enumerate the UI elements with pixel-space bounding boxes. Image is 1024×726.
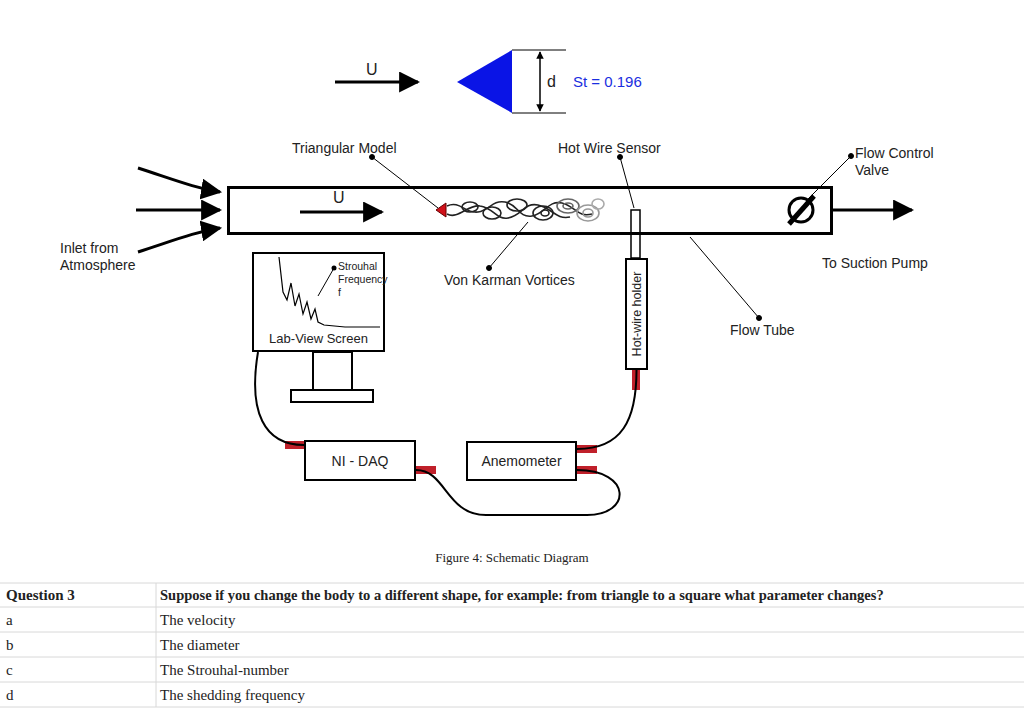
- velocity-symbol: U: [366, 61, 378, 78]
- daq-box: NI - DAQ: [304, 440, 416, 481]
- option-text: The Strouhal-number: [160, 661, 289, 679]
- option-text: The velocity: [160, 611, 235, 629]
- flow-control-valve: [789, 196, 814, 224]
- dimension-tick: [512, 50, 566, 51]
- table-header: Suppose if you change the body to a diff…: [160, 586, 1022, 604]
- dimension-tick: [512, 113, 566, 114]
- option-letter: b: [6, 636, 14, 654]
- node-text: NI - DAQ: [332, 453, 389, 469]
- callout: Flow Control Valve: [855, 145, 950, 179]
- leader-dot: [332, 266, 337, 271]
- option-text: The shedding frequency: [160, 686, 305, 704]
- node-text: Anemometer: [481, 453, 561, 469]
- strouhal-number: St = 0.196: [573, 73, 642, 90]
- lab-view-screen: Strouhal Frequency f Lab-View Screen: [252, 252, 385, 352]
- signal-wire: [255, 352, 304, 445]
- dimension-line: [539, 52, 541, 111]
- velocity-arrow: [335, 81, 418, 84]
- inlet-arrow: [136, 209, 220, 212]
- table-header: Question 3: [6, 586, 75, 604]
- leader-line: [370, 154, 854, 321]
- callout: Inlet from Atmosphere: [60, 240, 155, 274]
- option-letter: a: [6, 611, 13, 629]
- callout: Hot Wire Sensor: [558, 140, 661, 157]
- triangular-model: [436, 203, 446, 217]
- figure-caption: Figure 4: Schematic Diagram: [0, 549, 1024, 566]
- node-text: Strouhal Frequency f: [338, 260, 386, 299]
- von-karman-vortices: [447, 199, 604, 221]
- table-rule: [0, 583, 1024, 707]
- monitor-base: [291, 390, 373, 402]
- node-text: Hot-wire holder: [630, 272, 644, 357]
- option-letter: d: [6, 686, 14, 704]
- inlet-arrow: [138, 168, 220, 192]
- callout: Von Karman Vortices: [444, 272, 575, 289]
- flow-arrow: [300, 211, 382, 214]
- hot-wire-holder: Hot-wire holder: [625, 258, 648, 370]
- callout: Triangular Model: [292, 140, 397, 157]
- monitor-stand: [313, 352, 352, 390]
- inlet-arrow: [138, 228, 220, 252]
- anemometer-box: Anemometer: [466, 441, 577, 481]
- callout: Flow Tube: [730, 322, 795, 339]
- option-letter: c: [6, 661, 13, 679]
- flow-tube: U: [227, 186, 833, 235]
- signal-wire: [577, 370, 637, 449]
- node-text: U: [333, 189, 345, 207]
- outlet-arrow: [833, 209, 912, 212]
- option-text: The diameter: [160, 636, 240, 654]
- callout: To Suction Pump: [822, 255, 928, 272]
- triangle-body: [457, 50, 512, 113]
- leader-line: [318, 268, 334, 296]
- node-text: Lab-View Screen: [254, 331, 383, 346]
- dimension-label: d: [547, 73, 556, 90]
